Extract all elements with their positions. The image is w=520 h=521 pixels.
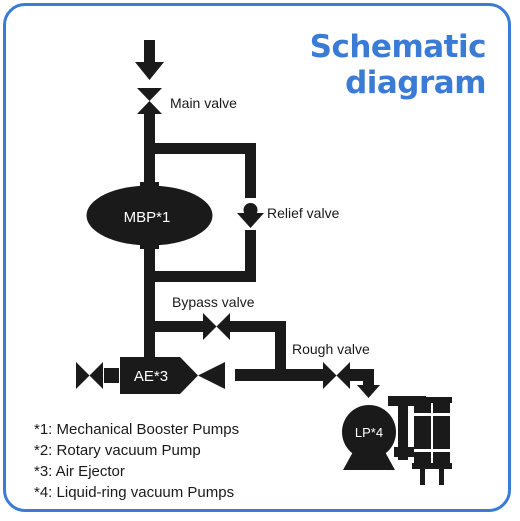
lp-pump-base bbox=[343, 450, 395, 470]
relief-valve-label: Relief valve bbox=[267, 205, 340, 221]
inlet-arrow-shaft bbox=[144, 40, 155, 65]
bypass-pipe-left bbox=[144, 321, 204, 332]
ae-inlet-block bbox=[104, 368, 119, 383]
mbp-pump-body bbox=[86, 185, 213, 246]
diagram-title-line2: diagram bbox=[345, 65, 486, 101]
ae-ejector-body bbox=[120, 357, 198, 394]
lp-tank-leg-right bbox=[439, 468, 444, 485]
legend-item-1: *1: Mechanical Booster Pumps bbox=[34, 421, 240, 438]
relief-loop-right-upper bbox=[245, 143, 256, 198]
diagram-frame bbox=[3, 3, 511, 512]
lp-separator-small bbox=[398, 399, 408, 460]
ae-label: AE*3 bbox=[134, 368, 168, 385]
bypass-valve-symbol bbox=[203, 313, 230, 340]
lp-tank-seam bbox=[431, 403, 433, 463]
legend-item-4: *4: Liquid-ring vacuum Pumps bbox=[34, 484, 235, 501]
mbp-label: MBP*1 bbox=[124, 209, 171, 226]
lp-tank-cap-top bbox=[412, 397, 452, 403]
legend-item-2: *2: Rotary vacuum Pump bbox=[34, 442, 201, 459]
ae-outlet-valve-symbol bbox=[198, 362, 225, 389]
relief-loop-bottom bbox=[144, 271, 256, 282]
legend: *1: Mechanical Booster Pumps *2: Rotary … bbox=[34, 419, 239, 503]
main-valve-symbol bbox=[137, 88, 162, 114]
relief-loop-top bbox=[144, 143, 256, 154]
bypass-pipe-right bbox=[230, 321, 286, 332]
relief-valve-seat bbox=[237, 213, 264, 228]
main-valve-label: Main valve bbox=[170, 95, 237, 111]
legend-item-3: *3: Air Ejector bbox=[34, 463, 125, 480]
lp-tank-cap-bottom bbox=[412, 463, 452, 469]
rough-pipe-left bbox=[235, 369, 323, 381]
inlet-arrow-head bbox=[135, 62, 164, 80]
lp-pump-body bbox=[342, 405, 396, 459]
diagram-title-line1: Schematic bbox=[309, 29, 487, 65]
rough-arrow-head bbox=[357, 385, 380, 398]
bypass-pipe-down bbox=[275, 321, 286, 377]
main-pipe-lower bbox=[144, 245, 155, 357]
ae-inlet-valve-symbol bbox=[76, 362, 103, 389]
bypass-valve-label: Bypass valve bbox=[172, 294, 255, 310]
rough-pipe-down bbox=[363, 369, 374, 389]
lp-tank-leg-left bbox=[420, 468, 425, 485]
rough-valve-symbol bbox=[323, 362, 350, 389]
relief-loop-right-lower bbox=[245, 230, 256, 282]
lp-link-bottom bbox=[394, 447, 416, 457]
lp-label: LP*4 bbox=[355, 425, 383, 440]
rough-valve-label: Rough valve bbox=[292, 341, 370, 357]
